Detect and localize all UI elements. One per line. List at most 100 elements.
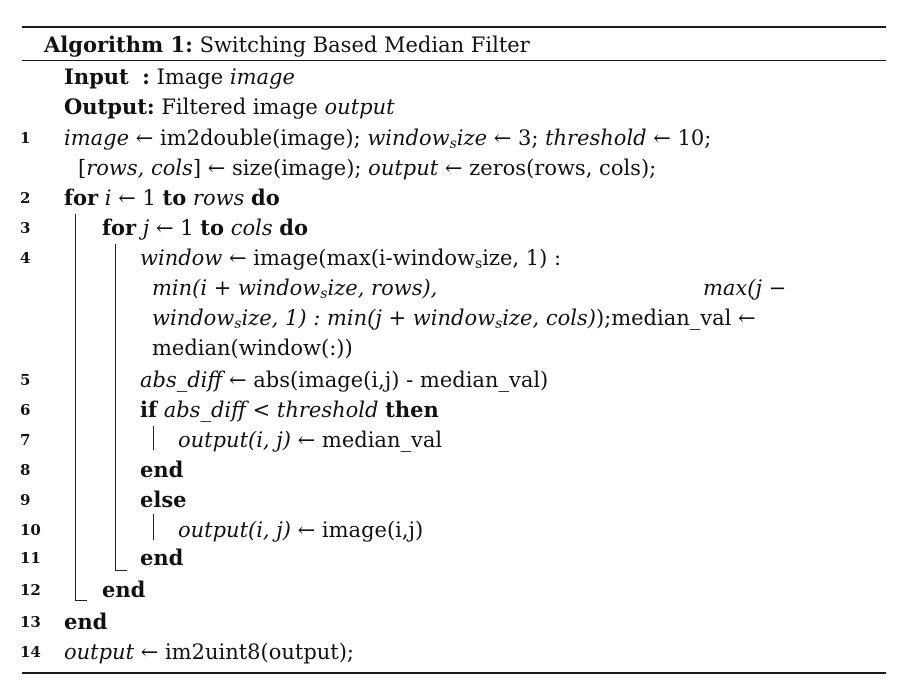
code-keyword: do [279,215,308,240]
code-var: max(j − [703,276,787,300]
bottom-rule [22,672,886,674]
caption-rule [22,60,886,61]
for-j-block-foot [115,570,127,571]
line-number: 5 [20,371,31,389]
code-line-9: else [140,488,187,512]
caption-label: Algorithm 1: [44,32,193,57]
code-var: cols [230,216,273,240]
code-text: ← 3; [487,126,546,150]
code-keyword: for [64,185,99,210]
code-text: ← 1 [149,216,201,240]
code-var: abs_diff [140,368,223,392]
input-text: Image [156,65,224,89]
code-line-5: abs_diff ← abs(image(i,j) - median_val) [140,368,548,392]
code-text: [ [78,156,87,180]
code-line-1a: image ← im2double(image); windowsize ← 3… [64,126,711,156]
code-keyword: end [140,545,184,570]
line-number: 11 [20,549,41,567]
code-var: ize, rows), [327,276,438,300]
code-keyword: do [251,185,280,210]
code-sub: s [495,316,503,332]
code-line-2: for i ← 1 to rows do [64,185,280,211]
code-line-12: end [102,578,145,602]
line-number: 14 [20,643,41,661]
code-var: threshold [545,126,647,150]
code-keyword: to [162,185,187,210]
line-number: 4 [20,249,31,267]
code-line-7: output(i, j) ← median_val [178,428,442,452]
line-number: 2 [20,189,31,207]
code-line-6: if abs_diff < threshold then [140,397,439,423]
line-number: 13 [20,613,41,631]
code-text: ← image(i,j) [290,518,424,542]
line-number: 3 [20,219,31,237]
line-number: 1 [20,129,31,147]
code-line-4c: windowsize, 1) : min(j + windowsize, col… [152,306,756,336]
code-var: output [368,156,439,180]
code-line-3: for j ← 1 to cols do [102,215,308,241]
code-line-4d: median(window(:)) [152,336,353,360]
code-keyword: else [140,487,187,512]
code-line-8: end [140,458,183,482]
line-number: 12 [20,581,41,599]
line-number: 7 [20,431,31,449]
code-keyword: for [102,215,137,240]
line-number: 6 [20,401,31,419]
code-line-4b-right: max(j − [703,276,786,300]
input-sep: : [142,64,150,89]
code-keyword: to [200,215,225,240]
code-sub: s [234,316,242,332]
code-sub: s [449,136,457,152]
code-text: ← zeros(rows, cols); [438,156,657,180]
code-var: output [64,640,135,664]
input-var: image [229,65,295,89]
code-var: image [64,126,130,150]
line-number: 8 [20,461,31,479]
code-keyword: if [140,397,158,422]
code-var: output(i, j) [178,428,291,452]
code-line-11: end [140,546,183,570]
code-sub: s [320,286,328,302]
input-line: Input : Image image [64,64,295,90]
code-line-10: output(i, j) ← image(i,j) [178,518,423,542]
code-var: window [140,246,223,270]
line-number: 10 [20,521,41,539]
code-text: ize, 1) : [482,246,562,270]
code-var: ize, 1) : min(j + window [241,306,496,330]
code-text: );median_val ← [595,306,756,330]
caption-title: Switching Based Median Filter [199,33,530,57]
code-var: ize [456,126,488,150]
code-var: window [367,126,450,150]
code-keyword: end [140,457,184,482]
code-text: ← im2uint8(output); [134,640,354,664]
line-number: 9 [20,491,31,509]
code-text: ← 10; [646,126,712,150]
code-var: min(i + window [152,276,321,300]
code-line-1b: [rows, cols] ← size(image); output ← zer… [78,156,656,180]
for-i-block-bar [75,214,76,600]
code-var: j [142,216,150,240]
output-line: Output: Filtered image output [64,94,395,120]
code-text: ← im2double(image); [129,126,368,150]
code-line-14: output ← im2uint8(output); [64,640,354,664]
code-var: rows, cols [86,156,193,180]
code-var: i [104,186,112,210]
code-var: abs_diff < threshold [163,398,379,422]
algorithm-caption: Algorithm 1: Switching Based Median Filt… [44,32,530,57]
input-keyword: Input [64,64,129,89]
code-keyword: then [385,397,439,422]
output-keyword: Output: [64,94,155,119]
code-text: ] ← size(image); [192,156,369,180]
code-keyword: end [64,609,108,634]
code-text: ← 1 [111,186,163,210]
code-line-4b: min(i + windowsize, rows), [152,276,437,306]
code-var: output(i, j) [178,518,291,542]
code-line-13: end [64,610,107,634]
code-var: ize, cols) [502,306,596,330]
output-var: output [324,95,395,119]
for-j-block-bar [115,244,116,570]
code-sub: s [475,256,483,272]
then-block-bar [153,426,154,450]
code-var: rows [192,186,245,210]
output-text: Filtered image [161,95,318,119]
